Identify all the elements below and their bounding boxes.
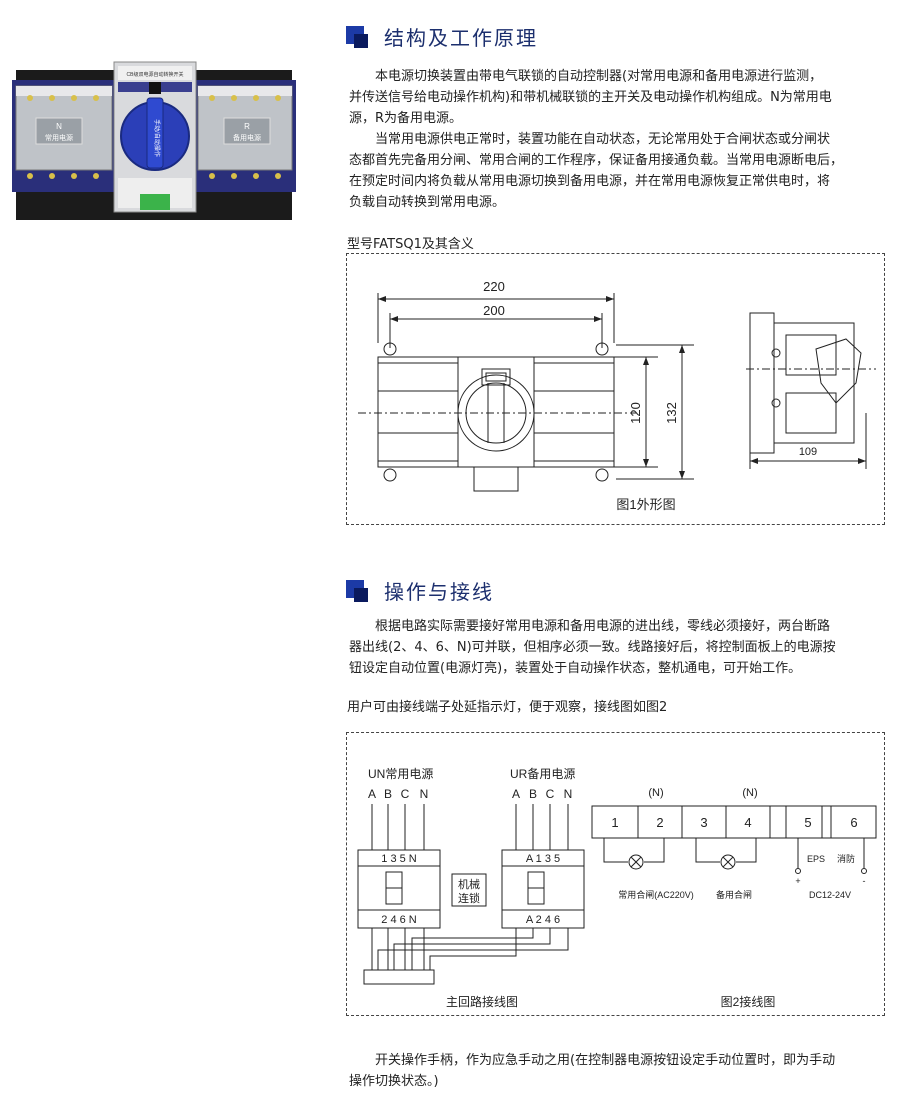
text-line: 态都首先完备用分闸、常用合闸的工作程序，保证备用接通负载。当常用电源断电后， (349, 153, 844, 168)
n-mark-1: (N) (648, 787, 663, 799)
left-label-text: 常用电源 (45, 133, 73, 142)
eps-label: EPS (807, 854, 825, 864)
ur-phase-n: N (564, 787, 573, 801)
terminal-screws (27, 95, 281, 179)
section-title-operation: 操作与接线 (346, 576, 494, 605)
controller-top-label-bg (118, 66, 192, 80)
text-line: 器出线(2、4、6、N)可并联，但相序必须一致。线路接好后，将控制面板上的电源按 (349, 640, 836, 655)
terminal-6: 6 (850, 815, 857, 830)
right-label-plate (223, 117, 271, 145)
terminal-5: 5 (804, 815, 811, 830)
text-line: 在预定时间内将负载从常用电源切换到备用电源，并在常用电源恢复正常供电时，将 (349, 174, 831, 189)
n-mark-2: (N) (742, 787, 757, 799)
text-line: 并传送信号给电动操作机构)和带机械联锁的主开关及电动操作机构组成。N为常用电 (349, 90, 832, 105)
minus-sign: - (863, 876, 866, 886)
right-bottom-terms: A 2 4 6 (526, 914, 560, 926)
dim-109: 109 (799, 446, 817, 458)
dc-label: DC12-24V (809, 890, 851, 900)
text-line: 负载自动转换到常用电源。 (349, 195, 506, 210)
right-label-text: 备用电源 (233, 133, 261, 142)
dim-200: 200 (483, 303, 505, 318)
handle-top-block (149, 82, 161, 94)
handle-text: 手动/自动操作 (153, 119, 161, 157)
figure2-box (346, 732, 885, 1016)
footer-paragraph: 开关操作手柄，作为应急手动之用(在控制器电源按钮设定手动位置时，即为手动 操作切… (349, 1050, 889, 1092)
interlock-line2: 连锁 (458, 891, 480, 905)
dim-220: 220 (483, 279, 505, 294)
text-line: 开关操作手柄，作为应急手动之用(在控制器电源按钮设定手动位置时，即为手动 (375, 1053, 836, 1068)
plus-sign: + (795, 876, 800, 886)
un-phase-n: N (420, 787, 429, 801)
green-terminal (140, 194, 170, 210)
text-line: 根据电路实际需要接好常用电源和备用电源的进出线，零线必须接好，两台断路 (375, 619, 831, 634)
right-label-letter: R (244, 122, 250, 131)
text-line: 源，R为备用电源。 (349, 111, 463, 126)
un-label: UN常用电源 (368, 767, 433, 781)
arrow-marks (378, 296, 866, 479)
ur-label: UR备用电源 (510, 767, 575, 781)
figure1-caption: 图1外形图 (616, 497, 675, 512)
lamp-label-1: 常用合闸(AC220V) (618, 889, 694, 900)
operation-paragraph: 根据电路实际需要接好常用电源和备用电源的进出线，零线必须接好，两台断路 器出线(… (349, 616, 889, 679)
un-phase-b: B (384, 787, 392, 801)
controller-top-label: CB级双电源自动转换开关 (127, 71, 184, 78)
un-phase-a: A (368, 787, 376, 801)
lamp-label-2: 备用合闸 (716, 889, 752, 900)
figure2-caption: 图2接线图 (721, 994, 776, 1009)
left-top-terms: 1 3 5 N (381, 853, 417, 865)
dim-132: 132 (664, 402, 679, 424)
handle-lever (146, 97, 164, 169)
interlock-line1: 机械 (458, 877, 480, 891)
ur-phase-b: B (529, 787, 537, 801)
text-line: 钮设定自动位置(电源灯亮)，装置处于自动操作状态，整机通电，可开始工作。 (349, 661, 802, 676)
figure2-drawing: UN常用电源 UR备用电源 A B C N A B C N (357, 767, 877, 1009)
section-title-text: 操作与接线 (384, 580, 494, 604)
product-photo: N 常用电源 R 备用电源 CB级双电源自动转换开关 手动/自动操作 (12, 61, 296, 220)
model-label: 型号FATSQ1及其含义 (347, 237, 474, 252)
dim-120: 120 (628, 402, 643, 424)
left-bottom-terms: 2 4 6 N (381, 914, 417, 926)
intro-paragraph: 本电源切换装置由带电气联锁的自动控制器(对常用电源和备用电源进行监测， 并传送信… (349, 66, 889, 213)
right-breaker-top (198, 86, 292, 96)
main-circuit-caption: 主回路接线图 (446, 994, 518, 1009)
ur-phase-c: C (546, 787, 555, 801)
section-bullet-icon (346, 25, 372, 48)
left-label-plate (35, 117, 83, 145)
section-bullet-icon (346, 579, 372, 602)
figure1-drawing: 220 200 120 132 109 图1外形图 (358, 279, 876, 512)
text-line: 操作切换状态。) (349, 1074, 439, 1089)
left-breaker-top (16, 86, 112, 96)
terminal-2: 2 (656, 815, 663, 830)
ur-phase-a: A (512, 787, 520, 801)
section-title-text: 结构及工作原理 (384, 26, 538, 50)
un-phase-c: C (401, 787, 410, 801)
terminal-1: 1 (611, 815, 618, 830)
right-top-terms: A 1 3 5 (526, 853, 560, 865)
text-line: 本电源切换装置由带电气联锁的自动控制器(对常用电源和备用电源进行监测， (375, 69, 823, 84)
text-line: 当常用电源供电正常时，装置功能在自动状态，无论常用处于合闸状态或分闸状 (375, 132, 831, 147)
terminal-4: 4 (744, 815, 751, 830)
figure1-box (346, 253, 885, 525)
wiring-note: 用户可由接线端子处延指示灯，便于观察，接线图如图2 (347, 700, 668, 715)
section-title-structure: 结构及工作原理 (346, 22, 538, 51)
terminal-3: 3 (700, 815, 707, 830)
left-label-letter: N (56, 122, 62, 131)
fire-label: 消防 (837, 853, 855, 864)
